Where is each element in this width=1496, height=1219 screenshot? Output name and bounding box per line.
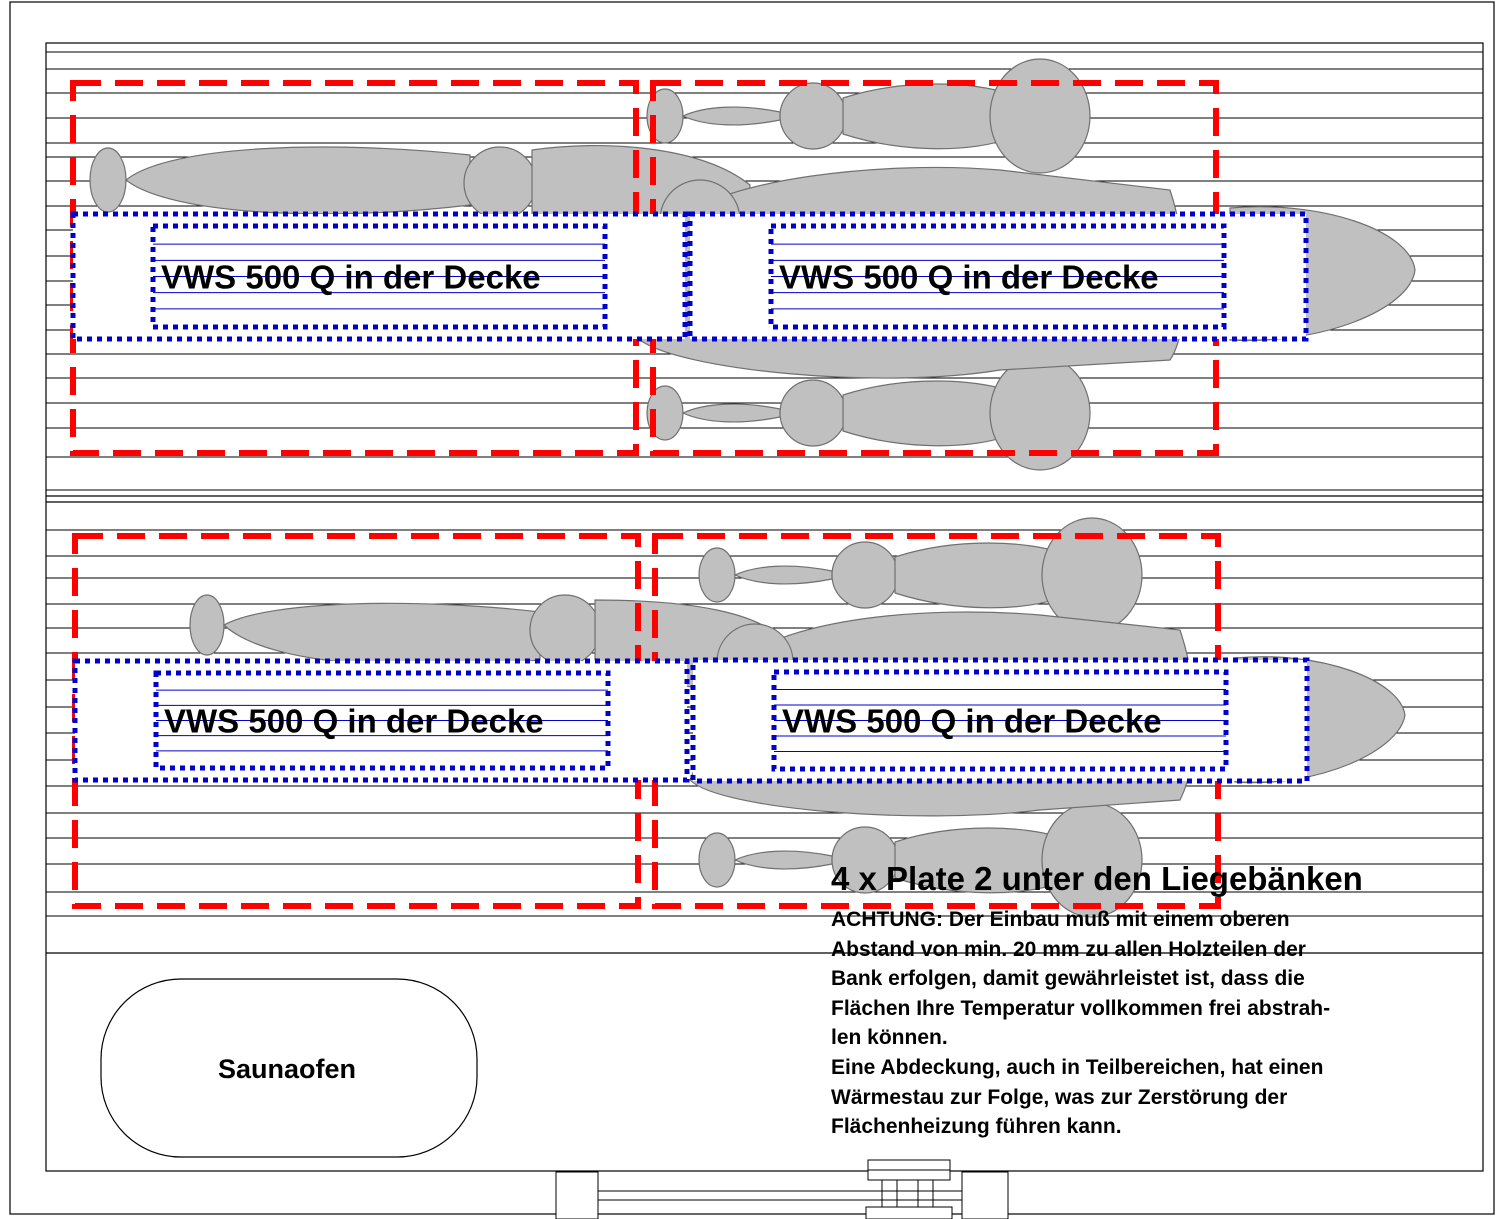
panel-inner-frame (768, 223, 1227, 330)
sauna-stove (100, 978, 478, 1158)
ceiling-panel-2: VWS 500 Q in der Decke (687, 211, 1309, 342)
panel-label: VWS 500 Q in der Decke (779, 259, 1159, 296)
ceiling-panel-1: VWS 500 Q in der Decke (70, 211, 688, 342)
ceiling-panel-3: VWS 500 Q in der Decke (72, 658, 690, 783)
room-outline (45, 42, 1484, 1172)
note-line: ACHTUNG: Der Einbau muß mit einem oberen (831, 908, 1290, 931)
note-title: 4 x Plate 2 unter den Liegebänken (831, 860, 1363, 897)
note-line: Wärmestau zur Folge, was zur Zerstörung … (831, 1085, 1288, 1109)
note-line: Flächen Ihre Temperatur vollkommen frei … (831, 996, 1331, 1020)
note-line: Abstand von min. 20 mm zu allen Holzteil… (831, 937, 1306, 961)
ceiling-panel-4: VWS 500 Q in der Decke (690, 657, 1310, 784)
page-frame (9, 1, 1495, 1215)
panel-inner-frame (150, 223, 608, 330)
note-line: Eine Abdeckung, auch in Teilbereichen, h… (831, 1055, 1324, 1079)
warning-note: ACHTUNG: Der Einbau muß mit einem oberen… (831, 905, 1481, 1142)
note-line: len können. (831, 1026, 948, 1050)
note-line: Flächenheizung führen kann. (831, 1115, 1122, 1139)
panel-label: VWS 500 Q in der Decke (161, 259, 541, 296)
panel-inner-frame (771, 669, 1229, 772)
note-line: Bank erfolgen, damit gewährleistet ist, … (831, 967, 1305, 991)
figure-upper-top (646, 58, 1091, 174)
panel-label: VWS 500 Q in der Decke (164, 703, 544, 740)
door-frame (555, 1159, 1009, 1219)
panel-label: VWS 500 Q in der Decke (782, 703, 1162, 740)
sauna-stove-label: Saunaofen (218, 1054, 356, 1084)
panel-inner-frame (153, 670, 611, 771)
